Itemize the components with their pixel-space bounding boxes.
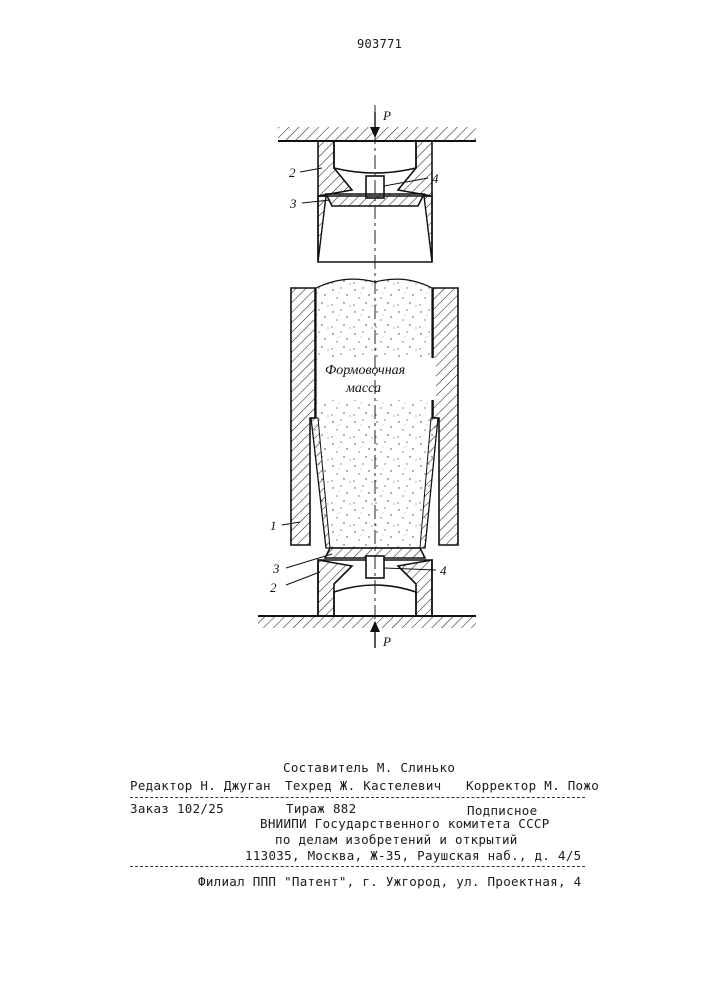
imprint-branch: Филиал ППП "Патент", г. Ужгород, ул. Про… [198,874,581,889]
part-label-bot-3: 3 [272,561,280,576]
imprint-corrector: Корректор М. Пожо [466,778,599,793]
divider-1 [130,797,585,798]
part-label-mid-1: 1 [270,518,277,533]
imprint-editor: Редактор Н. Джуган [130,778,271,793]
force-label-top: P [382,108,391,123]
bottom-press-plate [258,616,476,628]
part-label-bot-4: 4 [440,563,447,578]
part-label-top-3: 3 [289,196,297,211]
imprint-org-line1: ВНИИПИ Государственного комитета СССР [260,816,550,831]
material-label-line2: масса [345,381,381,396]
imprint-techred: Техред Ж. Кастелевич [285,778,442,793]
divider-2 [130,866,585,867]
part-label-top-2: 2 [289,165,296,180]
material-label-line1: Формовочная [325,363,405,378]
imprint-compiler: Составитель М. Слинько [283,760,455,775]
imprint-order: Заказ 102/25 [130,801,224,816]
force-label-bottom: P [382,634,391,649]
imprint-org-line2: по делам изобретений и открытий [275,832,518,847]
top-pallet-plate [318,194,432,262]
imprint-address: 113035, Москва, Ж-35, Раушская наб., д. … [245,848,582,863]
imprint-circulation: Тираж 882 [286,801,356,816]
part-label-bot-2: 2 [270,580,277,595]
technical-drawing: P P 2 3 4 1 3 2 4 Формовочная масса [0,0,707,760]
part-label-top-4: 4 [432,171,439,186]
